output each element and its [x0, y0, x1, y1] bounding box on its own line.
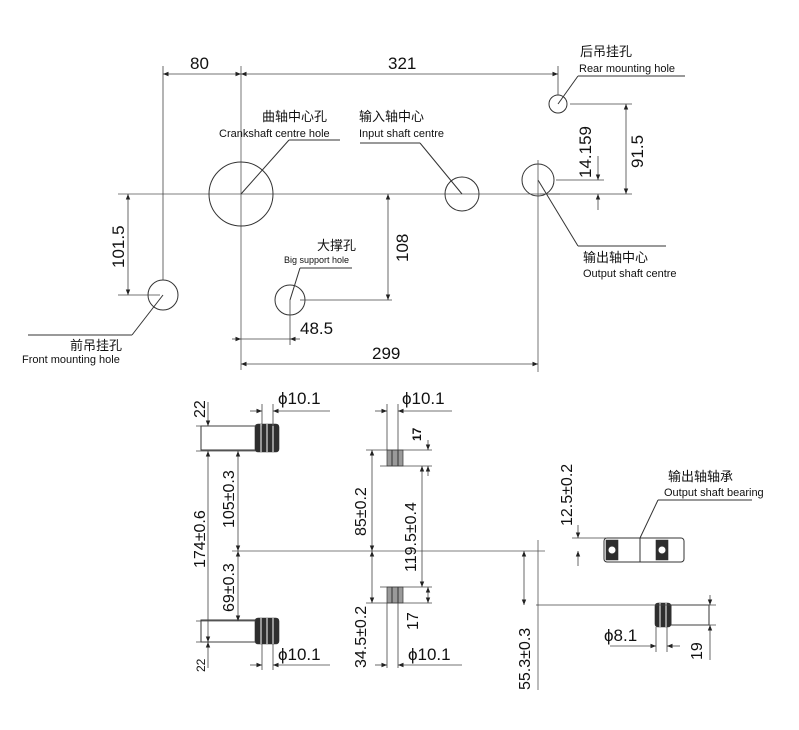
right-dim-19: 19	[689, 642, 706, 660]
dim-14159: 14.159	[576, 126, 595, 178]
rear-hole-label-en: Rear mounting hole	[579, 63, 675, 75]
left-side-view: 22 ϕ10.1 174±0.6 105±0.3 69±0.3 22 ϕ10.1	[192, 389, 330, 672]
support-leader	[290, 268, 300, 300]
left-dim-69: 69±0.3	[221, 563, 238, 612]
output-label-cn: 输出轴中心	[583, 250, 648, 266]
big-support-label-en: Big support hole	[284, 255, 349, 265]
right-dim-125: 12.5±0.2	[559, 464, 576, 526]
left-dim-22-top: 22	[192, 400, 209, 418]
dim-915: 91.5	[628, 135, 647, 168]
rear-hole-label-cn: 后吊挂孔	[580, 45, 632, 60]
dim-299: 299	[372, 344, 400, 363]
output-label-en: Output shaft centre	[583, 268, 677, 280]
crank-label-en: Crankshaft centre hole	[219, 128, 330, 140]
bearing-label-cn: 输出轴轴承	[668, 469, 733, 485]
left-top-plate	[201, 426, 261, 450]
middle-phi-bottom: ϕ10.1	[408, 645, 451, 664]
left-phi-top: ϕ10.1	[278, 389, 321, 408]
left-dim-105: 105±0.3	[221, 470, 238, 528]
dim-321: 321	[388, 54, 416, 73]
right-dim-553: 55.3±0.3	[517, 628, 534, 690]
middle-bottom-bushing	[387, 587, 403, 603]
dim-485: 48.5	[300, 319, 333, 338]
middle-top-bushing	[387, 450, 403, 466]
input-label-cn: 输入轴中心	[359, 109, 424, 125]
middle-dim-85: 85±0.2	[353, 487, 370, 536]
middle-phi-top: ϕ10.1	[402, 389, 445, 408]
dim-80: 80	[190, 54, 209, 73]
right-phi81: ϕ8.1	[604, 626, 637, 645]
left-dim-22-bottom: 22	[194, 658, 208, 672]
bearing-leader	[640, 500, 658, 538]
right-small-plate	[671, 605, 709, 625]
crankshaft-hole	[209, 162, 273, 226]
big-support-label-cn: 大撑孔	[317, 239, 356, 254]
middle-side-view: ϕ10.1 17 85±0.2 119.5±0.4 34.5±0.2 17 ϕ1…	[353, 389, 462, 668]
input-shaft-circle	[445, 177, 479, 211]
middle-dim-17-top: 17	[410, 427, 424, 441]
rear-leader	[558, 76, 578, 104]
top-view: 80 321 14.159 91.5 101.5 108 48.5 299 后吊…	[22, 45, 685, 372]
middle-dim-345: 34.5±0.2	[353, 606, 370, 668]
input-label-en: Input shaft centre	[359, 128, 444, 140]
output-leader	[538, 180, 578, 246]
crank-leader	[241, 140, 289, 194]
left-dim-174: 174±0.6	[192, 510, 209, 568]
side-views: 22 ϕ10.1 174±0.6 105±0.3 69±0.3 22 ϕ10.1	[192, 389, 764, 690]
output-bearing-ball-right	[658, 546, 666, 554]
middle-dim-1195: 119.5±0.4	[403, 502, 420, 572]
middle-dim-17-bottom: 17	[405, 612, 422, 630]
front-leader	[132, 295, 163, 335]
left-phi-bottom: ϕ10.1	[278, 645, 321, 664]
bearing-label-en: Output shaft bearing	[664, 487, 764, 499]
crank-label-cn: 曲轴中心孔	[262, 110, 327, 125]
dim-108: 108	[393, 234, 412, 262]
right-side-view: 输出轴轴承 Output shaft bearing 12.5±0.2 55.3…	[517, 464, 764, 690]
dim-1015: 101.5	[109, 225, 128, 268]
right-small-bushing	[655, 603, 671, 627]
front-hole-label-en: Front mounting hole	[22, 354, 120, 366]
input-leader	[420, 143, 462, 194]
left-bottom-plate	[201, 620, 261, 642]
front-hole-label-cn: 前吊挂孔	[70, 338, 122, 354]
output-bearing-ball-left	[608, 546, 616, 554]
